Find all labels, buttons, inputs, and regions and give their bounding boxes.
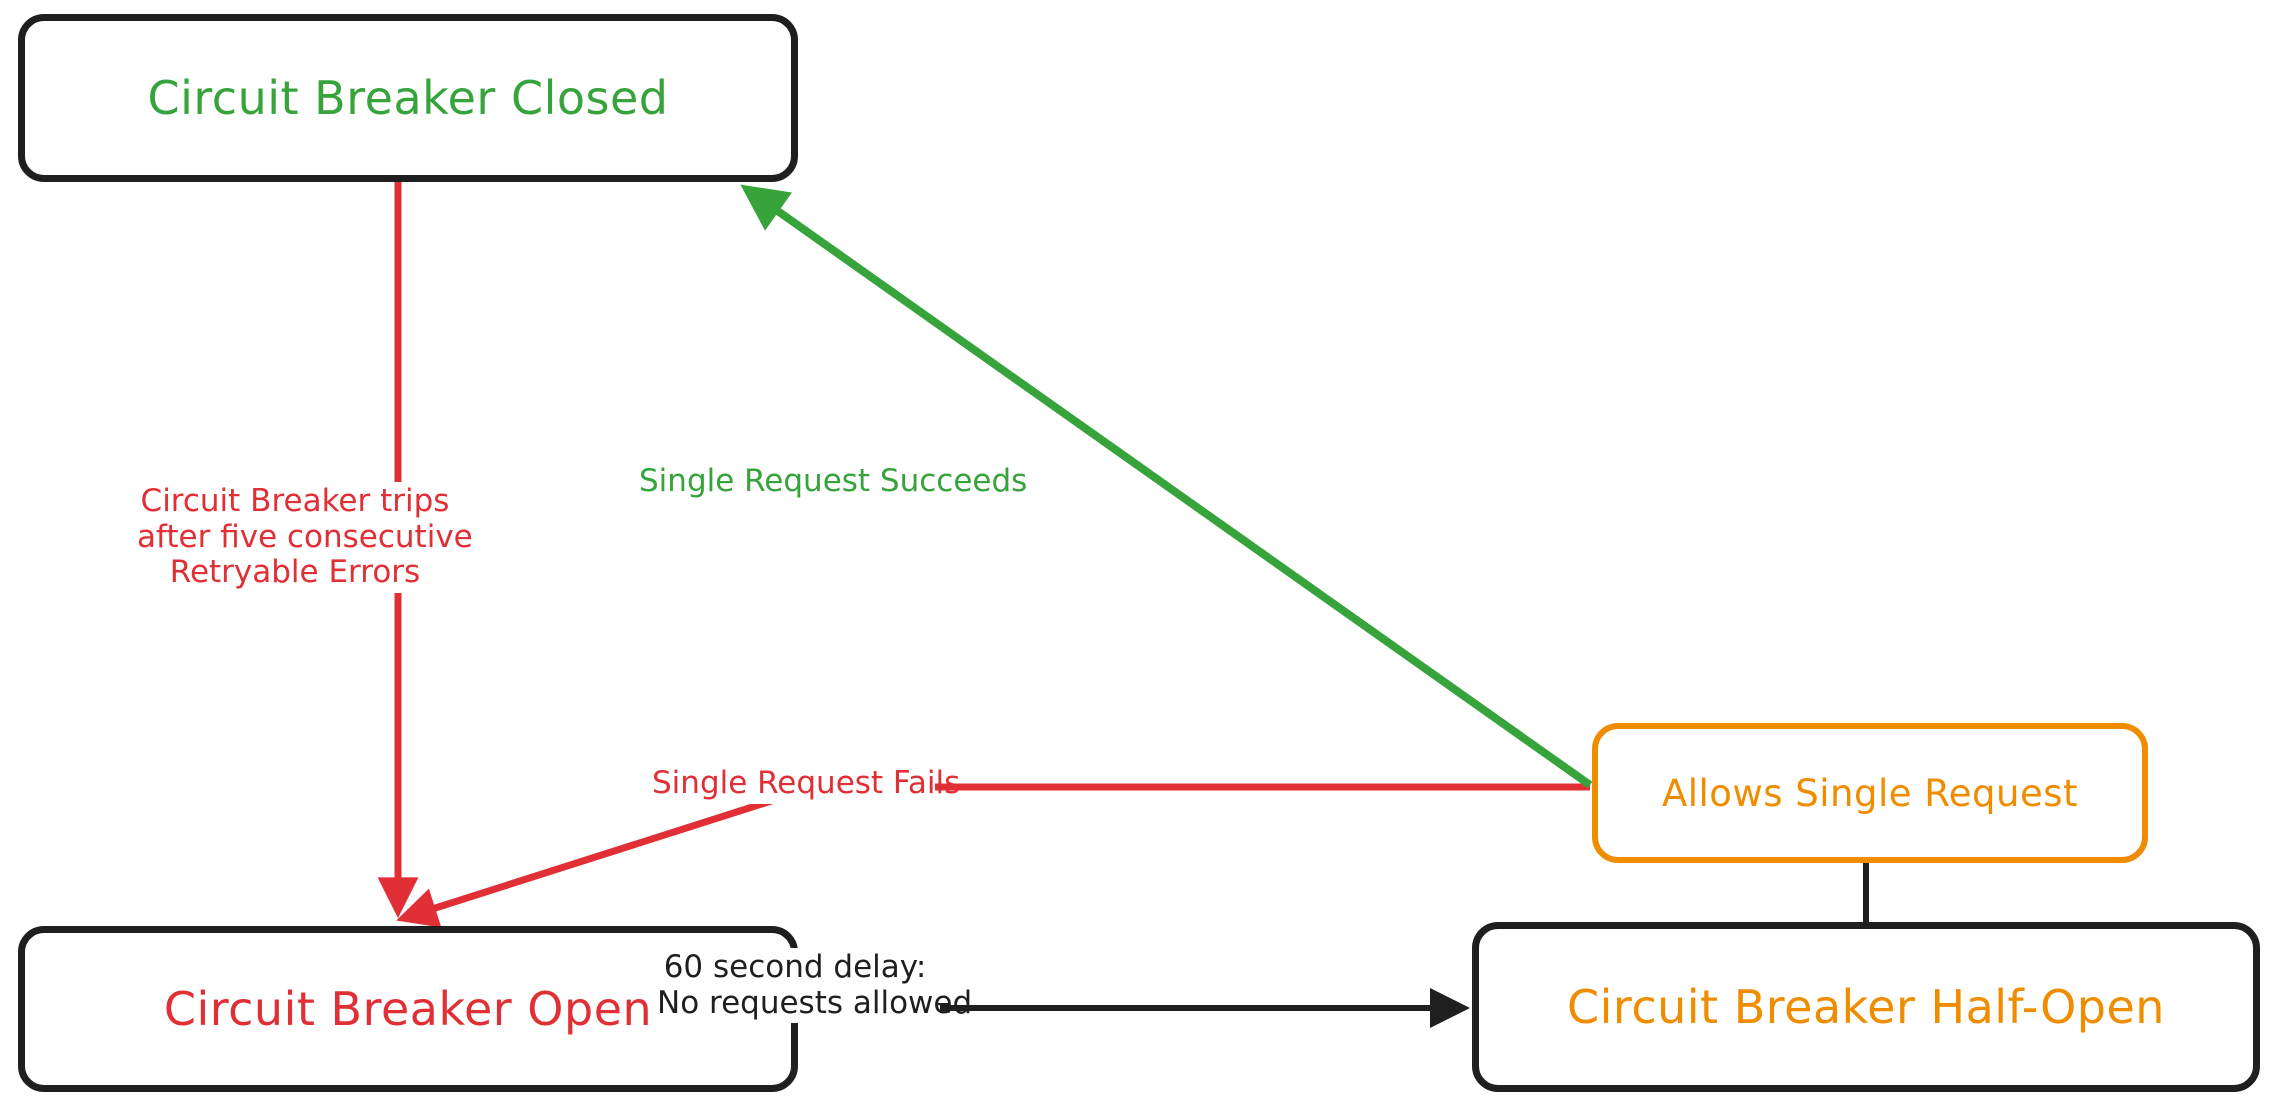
node-circuit-breaker-half-open[interactable]: Circuit Breaker Half-Open [1472, 922, 2260, 1092]
edge-allows-to-closed [740, 184, 1593, 789]
node-label-half-open: Circuit Breaker Half-Open [1567, 980, 2165, 1034]
node-label-closed: Circuit Breaker Closed [147, 71, 669, 125]
node-label-open: Circuit Breaker Open [163, 982, 653, 1036]
edge-label-single-request-succeeds: Single Request Succeeds [632, 462, 1027, 502]
edge-label-circuit-breaker-trips: Circuit Breaker trips after five consecu… [130, 482, 473, 593]
node-circuit-breaker-closed[interactable]: Circuit Breaker Closed [18, 14, 798, 182]
edge-label-single-request-fails: Single Request Fails [645, 764, 960, 804]
node-circuit-breaker-open[interactable]: Circuit Breaker Open [18, 926, 798, 1092]
node-allows-single-request[interactable]: Allows Single Request [1592, 723, 2148, 863]
node-label-allows-single-request: Allows Single Request [1661, 771, 2079, 815]
edge-label-60-second-delay: 60 second delay: No requests allowed [650, 948, 972, 1024]
edge-allows-to-open [396, 783, 1590, 928]
